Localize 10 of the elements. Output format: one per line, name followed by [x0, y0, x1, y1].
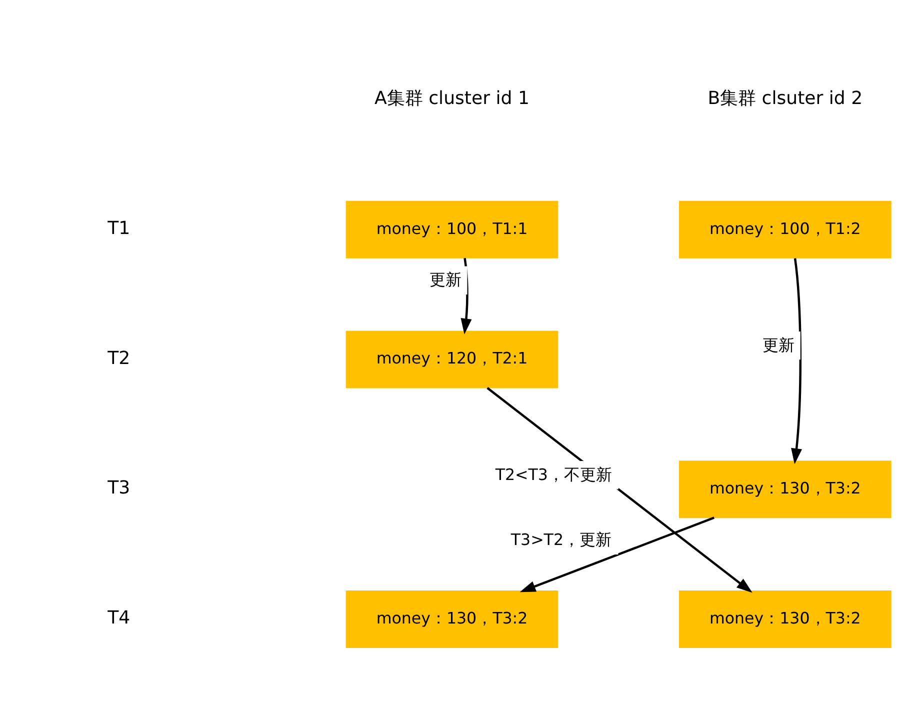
label: A集群 cluster id 1: [374, 88, 530, 109]
edge-label: 更新: [429, 270, 462, 289]
label: T1: [108, 217, 130, 238]
label: T3: [108, 477, 130, 498]
edge-label: 更新: [762, 334, 795, 354]
edge-label: T3>T2，更新: [510, 530, 612, 549]
label: T4: [108, 607, 130, 628]
label: B集群 clsuter id 2: [708, 88, 863, 109]
edge-label: T2<T3，不更新: [495, 464, 612, 484]
label: T2: [108, 347, 130, 368]
